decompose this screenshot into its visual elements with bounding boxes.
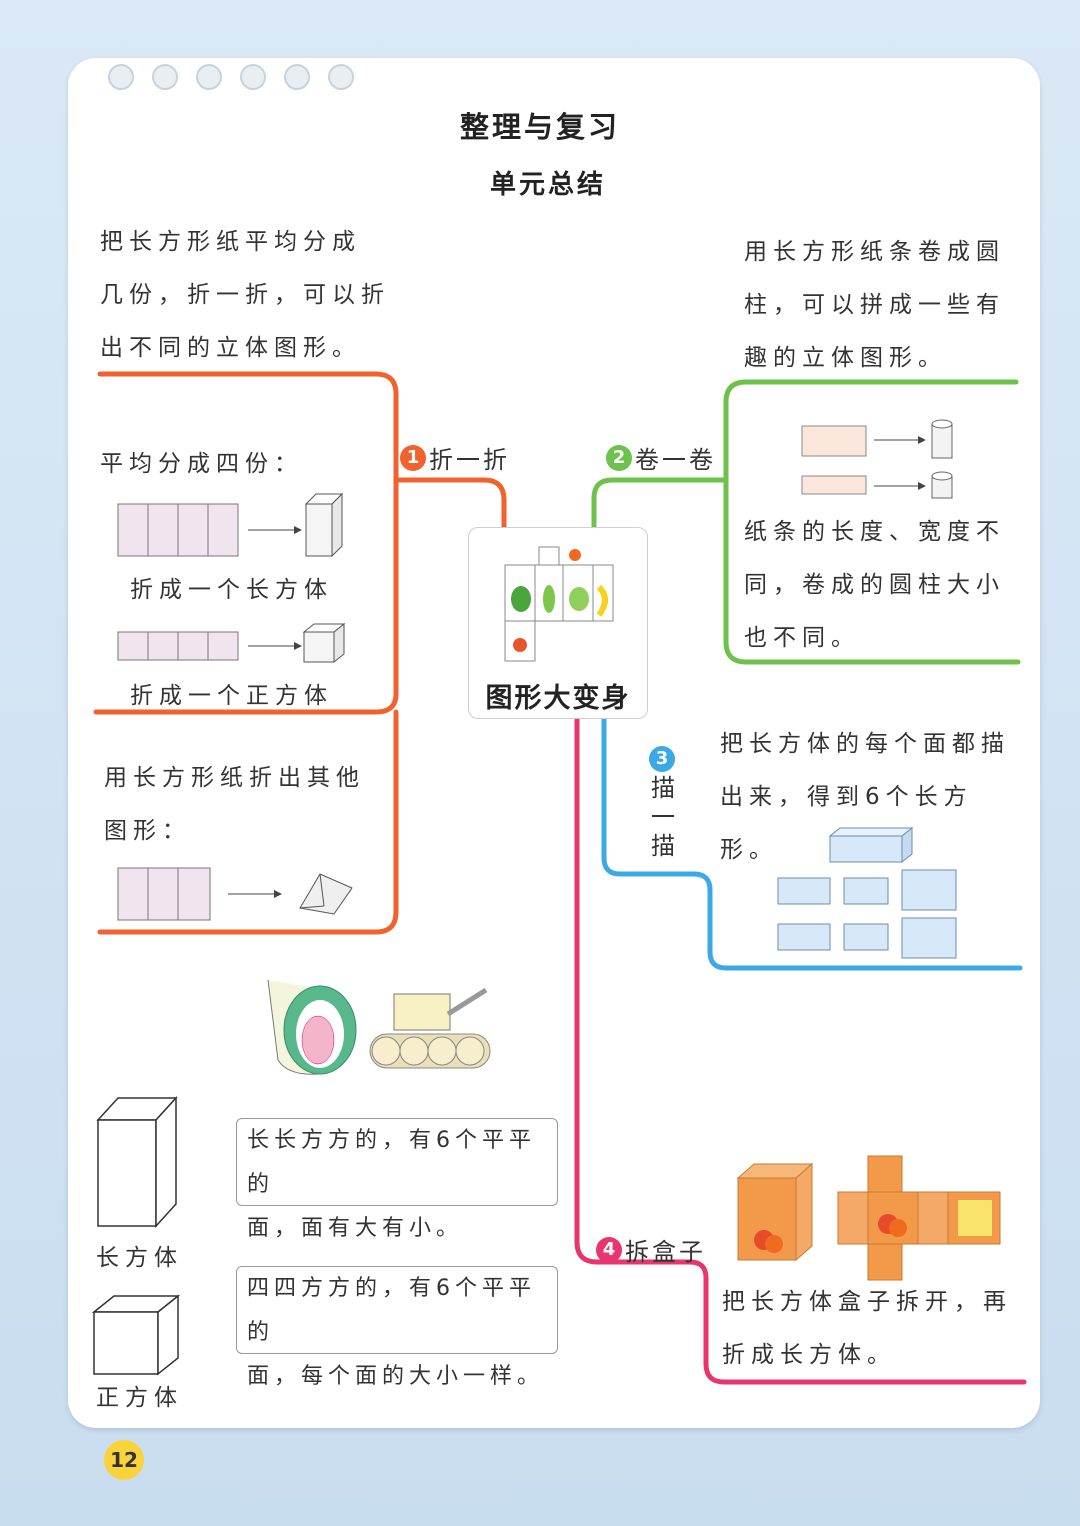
branch4-line bbox=[574, 714, 1027, 1385]
text-line: 柱，可以拼成一些有 bbox=[744, 292, 1005, 318]
binding-ring bbox=[152, 64, 178, 90]
text-line: 纸条的长度、宽度不 bbox=[744, 519, 1005, 545]
fold-cube-illustration bbox=[117, 622, 346, 664]
cuboid-caption: 折成一个长方体 bbox=[130, 577, 333, 603]
text-line: 用长方形纸折出其他 bbox=[104, 765, 365, 791]
crafts-illustration bbox=[267, 979, 491, 1075]
binding-ring bbox=[108, 64, 134, 90]
page-number: 12 bbox=[104, 1440, 144, 1480]
branch3-number-badge: 3 bbox=[649, 746, 675, 772]
box-net-illustration bbox=[504, 546, 614, 662]
text-line: 面，每个面的大小一样。 bbox=[247, 1364, 545, 1389]
trace-faces-illustration bbox=[777, 826, 957, 959]
fold-prism-illustration bbox=[117, 867, 353, 921]
branch3-line bbox=[601, 714, 1023, 971]
branch1-line-lower bbox=[97, 709, 399, 935]
quarters-label: 平均分成四份： bbox=[100, 451, 303, 477]
cuboid-label: 长方体 bbox=[96, 1245, 183, 1271]
text-line: 四四方方的，有6个平平的 bbox=[247, 1276, 536, 1345]
branch4-title: 4 拆盒子 bbox=[596, 1232, 706, 1267]
branch1-title-text: 折一折 bbox=[429, 446, 510, 474]
branch1-other: 用长方形纸折出其他 图形： bbox=[104, 752, 394, 858]
text-line: 几份，折一折，可以折 bbox=[100, 282, 390, 308]
binding-ring bbox=[196, 64, 222, 90]
branch2-title-text: 卷一卷 bbox=[635, 446, 716, 474]
text-line: 趣的立体图形。 bbox=[744, 345, 947, 371]
branch2-intro: 用长方形纸条卷成圆 柱，可以拼成一些有 趣的立体图形。 bbox=[744, 226, 1034, 385]
text-line: 把长方体盒子拆开，再 bbox=[722, 1289, 1012, 1315]
unfold-box-illustration bbox=[736, 1155, 1001, 1281]
branch2-line bbox=[723, 379, 1021, 665]
branch3-title-char: 一 bbox=[651, 803, 675, 831]
text-line: 把长方形纸平均分成 bbox=[100, 229, 361, 255]
branch1-number-badge: 1 bbox=[400, 444, 426, 471]
branch1-title: 1 折一折 bbox=[400, 440, 510, 475]
branch2-number-badge: 2 bbox=[606, 444, 632, 471]
fold-cuboid-illustration bbox=[117, 492, 344, 558]
binding-ring bbox=[240, 64, 266, 90]
page-subtitle: 单元总结 bbox=[489, 170, 606, 200]
text-line: 同，卷成的圆柱大小 bbox=[744, 572, 1005, 598]
text-line: 把长方体的每个面都描 bbox=[720, 731, 1010, 757]
branch2-title: 2 卷一卷 bbox=[606, 440, 716, 475]
branch3-title-char: 描 bbox=[651, 774, 675, 802]
binding-ring bbox=[284, 64, 310, 90]
cuboid-drawing bbox=[96, 1096, 178, 1228]
branch1-connector bbox=[393, 477, 507, 530]
text-line: 用长方形纸条卷成圆 bbox=[744, 239, 1005, 265]
branch4-title-text: 拆盒子 bbox=[625, 1238, 706, 1266]
text-line: 折成长方体。 bbox=[722, 1342, 896, 1368]
branch3-title: 描 一 描 bbox=[650, 774, 676, 861]
center-label: 图形大变身 bbox=[485, 683, 631, 714]
roll-cylinder-illustration bbox=[801, 419, 953, 499]
binding-ring bbox=[328, 64, 354, 90]
cube-label: 正方体 bbox=[96, 1385, 183, 1411]
text-line: 长长方方的，有6个平平的 bbox=[247, 1128, 536, 1197]
text-line: 出来，得到6个长方形。 bbox=[720, 784, 973, 863]
cuboid-description-box: 长长方方的，有6个平平的 面，面有大有小。 bbox=[236, 1118, 558, 1241]
branch1-line bbox=[93, 371, 399, 715]
text-line: 图形： bbox=[104, 818, 191, 844]
branch3-title-char: 描 bbox=[651, 832, 675, 860]
branch3-text: 把长方体的每个面都描 出来，得到6个长方形。 bbox=[720, 718, 1030, 877]
branch1-intro: 把长方形纸平均分成 几份，折一折，可以折 出不同的立体图形。 bbox=[100, 216, 400, 375]
cube-caption: 折成一个正方体 bbox=[130, 683, 333, 709]
text-line: 也不同。 bbox=[744, 625, 860, 651]
text-line: 面，面有大有小。 bbox=[247, 1216, 464, 1241]
page-title: 整理与复习 bbox=[459, 110, 620, 144]
branch2-detail: 纸条的长度、宽度不 同，卷成的圆柱大小 也不同。 bbox=[744, 506, 1034, 665]
branch2-connector bbox=[591, 477, 729, 530]
branch4-text: 把长方体盒子拆开，再 折成长方体。 bbox=[722, 1276, 1032, 1382]
cube-drawing bbox=[91, 1294, 181, 1376]
branch4-number-badge: 4 bbox=[596, 1236, 622, 1263]
text-line: 出不同的立体图形。 bbox=[100, 335, 361, 361]
cube-description-box: 四四方方的，有6个平平的 面，每个面的大小一样。 bbox=[236, 1266, 558, 1389]
